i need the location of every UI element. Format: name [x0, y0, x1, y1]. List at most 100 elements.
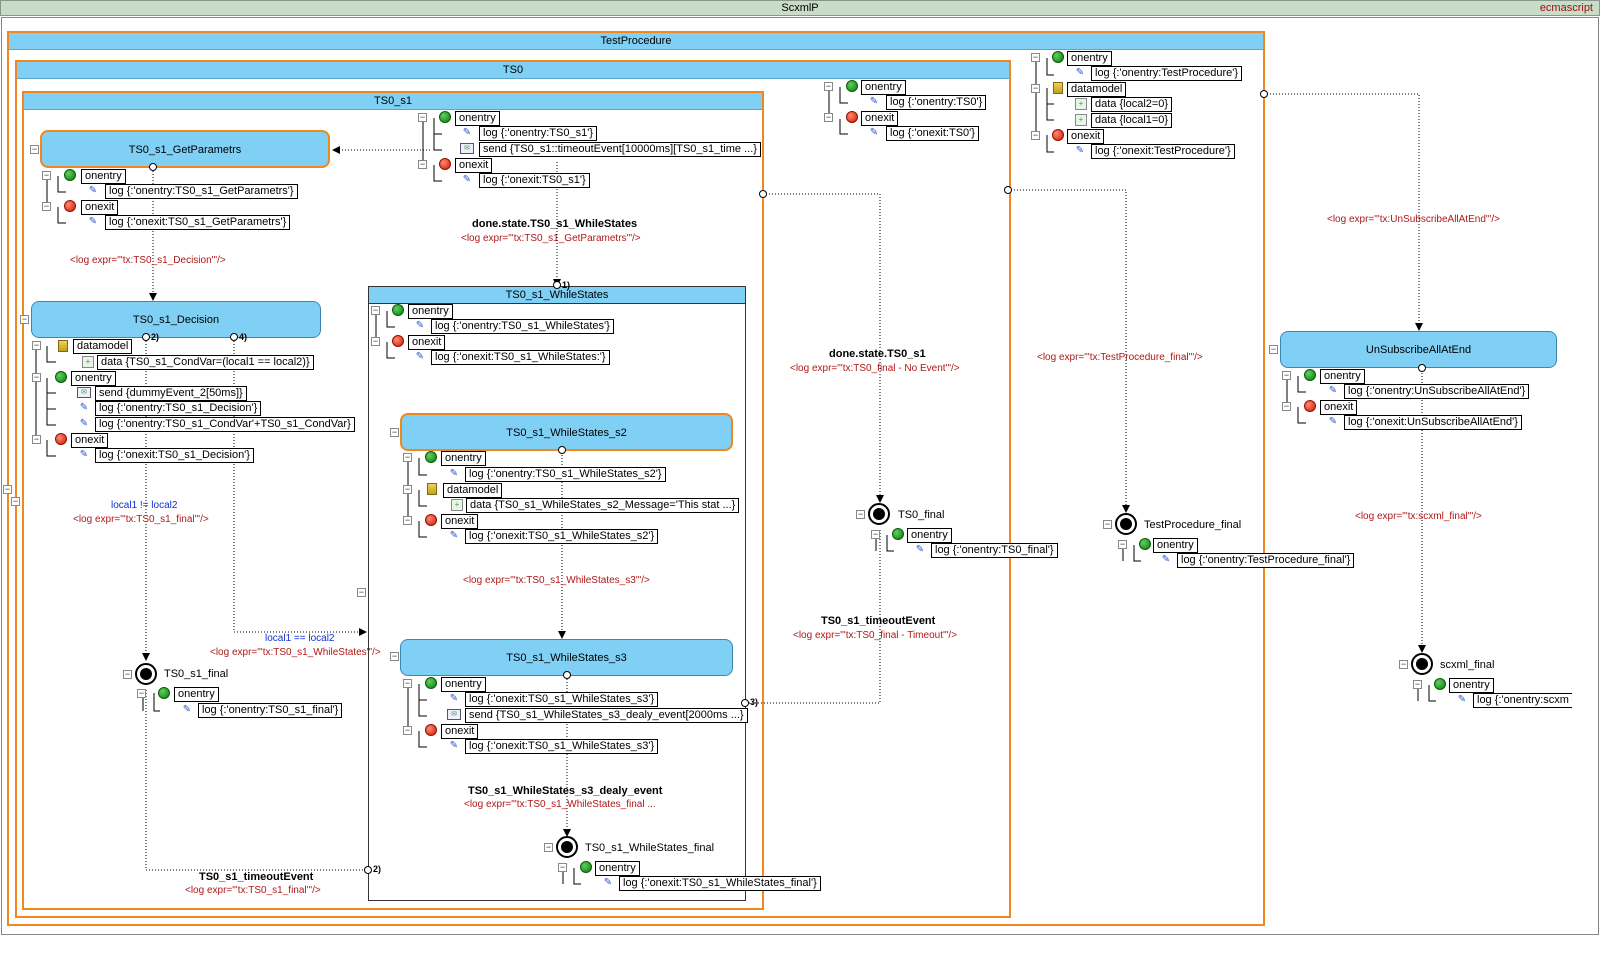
collapse-toggle[interactable]: −: [42, 201, 51, 211]
tp-data-local2[interactable]: data {local2=0}: [1091, 97, 1173, 112]
dec-onexit[interactable]: onexit: [71, 433, 109, 448]
collapse-toggle[interactable]: −: [1282, 401, 1291, 411]
transition-port[interactable]: [759, 190, 767, 198]
collapse-toggle[interactable]: −: [32, 372, 41, 382]
collapse-toggle[interactable]: −: [1103, 519, 1112, 529]
collapse-toggle[interactable]: −: [1031, 83, 1040, 93]
unsub-onentry[interactable]: onentry: [1320, 369, 1365, 384]
transition-port[interactable]: [230, 333, 238, 341]
gp-onentry[interactable]: onentry: [81, 169, 126, 184]
collapse-toggle[interactable]: −: [371, 305, 380, 315]
state-ws-s2[interactable]: TS0_s1_WhileStates_s2: [400, 413, 733, 451]
tpfinal-onentry[interactable]: onentry: [1153, 538, 1198, 553]
state-whilestates[interactable]: TS0_s1_WhileStates: [368, 286, 746, 901]
collapse-toggle[interactable]: −: [357, 587, 366, 597]
collapse-toggle[interactable]: −: [871, 529, 880, 539]
transition-port[interactable]: [1418, 364, 1426, 372]
tp-onexit[interactable]: onexit: [1067, 129, 1105, 144]
collapse-toggle[interactable]: −: [42, 170, 51, 180]
collapse-toggle[interactable]: −: [11, 496, 20, 506]
collapse-toggle[interactable]: −: [403, 725, 412, 735]
collapse-toggle[interactable]: −: [403, 515, 412, 525]
tp-onexit-log[interactable]: log {:'onexit:TestProcedure'}: [1091, 144, 1235, 159]
ts0final-onentry[interactable]: onentry: [907, 528, 952, 543]
dec-send[interactable]: send {dummyEvent_2[50ms]}: [95, 386, 247, 401]
transition-port[interactable]: [1260, 90, 1268, 98]
collapse-toggle[interactable]: −: [32, 434, 41, 444]
wsfinal-log[interactable]: log {:'onexit:TS0_s1_WhileStates_final'}: [619, 876, 821, 891]
state-decision[interactable]: TS0_s1_Decision: [31, 301, 321, 338]
tp-datamodel[interactable]: datamodel: [1067, 82, 1127, 97]
collapse-toggle[interactable]: −: [1031, 52, 1040, 62]
transition-port[interactable]: [149, 163, 157, 171]
gp-onentry-log[interactable]: log {:'onentry:TS0_s1_GetParametrs'}: [105, 184, 298, 199]
dec-log-1[interactable]: log {:'onentry:TS0_s1_Decision'}: [95, 401, 262, 416]
collapse-toggle[interactable]: −: [32, 340, 41, 350]
s1-onentry-log[interactable]: log {:'onentry:TS0_s1'}: [479, 126, 597, 141]
collapse-toggle[interactable]: −: [856, 509, 865, 519]
collapse-toggle[interactable]: −: [30, 144, 39, 154]
s1-onexit-log[interactable]: log {:'onexit:TS0_s1'}: [479, 173, 590, 188]
s1-onexit[interactable]: onexit: [455, 158, 493, 173]
tp-onentry-log[interactable]: log {:'onentry:TestProcedure'}: [1091, 66, 1243, 81]
state-getparametrs[interactable]: TS0_s1_GetParametrs: [40, 130, 330, 168]
tp-onentry[interactable]: onentry: [1067, 51, 1112, 66]
s2-onexit-log[interactable]: log {:'onexit:TS0_s1_WhileStates_s2'}: [465, 529, 659, 544]
ws-onexit[interactable]: onexit: [408, 335, 446, 350]
collapse-toggle[interactable]: −: [371, 336, 380, 346]
collapse-toggle[interactable]: −: [1269, 344, 1278, 354]
state-ts0-s1[interactable]: TS0_s1: [22, 91, 764, 910]
collapse-toggle[interactable]: −: [3, 484, 12, 494]
collapse-toggle[interactable]: −: [558, 862, 567, 872]
collapse-toggle[interactable]: −: [403, 678, 412, 688]
transition-port[interactable]: [558, 446, 566, 454]
collapse-toggle[interactable]: −: [137, 688, 146, 698]
s2-data[interactable]: data {TS0_s1_WhileStates_s2_Message='Thi…: [466, 498, 740, 513]
unsub-onentry-log[interactable]: log {:'onentry:UnSubscribeAllAtEnd'}: [1344, 384, 1530, 399]
s1final-onentry[interactable]: onentry: [174, 687, 219, 702]
unsub-onexit-log[interactable]: log {:'onexit:UnSubscribeAllAtEnd'}: [1344, 415, 1522, 430]
ts0-onexit[interactable]: onexit: [861, 111, 899, 126]
s1-onentry[interactable]: onentry: [455, 111, 500, 126]
collapse-toggle[interactable]: −: [824, 112, 833, 122]
ts0-onentry-log[interactable]: log {:'onentry:TS0'}: [886, 95, 987, 110]
ts0-onentry[interactable]: onentry: [861, 80, 906, 95]
dec-onentry[interactable]: onentry: [71, 371, 116, 386]
final-state-icon[interactable]: [868, 503, 890, 525]
s2-onexit[interactable]: onexit: [441, 514, 479, 529]
state-ts0[interactable]: TS0: [15, 60, 1011, 918]
collapse-toggle[interactable]: −: [123, 669, 132, 679]
dec-datamodel[interactable]: datamodel: [73, 339, 133, 354]
s2-onentry[interactable]: onentry: [441, 451, 486, 466]
s3-onexit[interactable]: onexit: [441, 724, 479, 739]
collapse-toggle[interactable]: −: [390, 651, 399, 661]
s1final-log[interactable]: log {:'onentry:TS0_s1_final'}: [198, 703, 343, 718]
ws-onentry-log[interactable]: log {:'onentry:TS0_s1_WhileStates'}: [431, 319, 614, 334]
s1-onentry-send[interactable]: send {TS0_s1::timeoutEvent[10000ms][TS0_…: [479, 142, 761, 157]
dec-log-2[interactable]: log {:'onentry:TS0_s1_CondVar'+TS0_s1_Co…: [95, 417, 355, 432]
ws-onentry[interactable]: onentry: [408, 304, 453, 319]
transition-port[interactable]: [553, 281, 561, 289]
dec-data[interactable]: data {TS0_s1_CondVar=(local1 == local2)}: [97, 355, 314, 370]
state-ws-s3[interactable]: TS0_s1_WhileStates_s3: [400, 639, 733, 676]
transition-port[interactable]: [741, 699, 749, 707]
collapse-toggle[interactable]: −: [824, 81, 833, 91]
s3-onentry-log[interactable]: log {:'onexit:TS0_s1_WhileStates_s3'}: [465, 692, 659, 707]
collapse-toggle[interactable]: −: [544, 842, 553, 852]
tp-data-local1[interactable]: data {local1=0}: [1091, 113, 1173, 128]
transition-port[interactable]: [563, 671, 571, 679]
collapse-toggle[interactable]: −: [1118, 539, 1127, 549]
collapse-toggle[interactable]: −: [1399, 659, 1408, 669]
unsub-onexit[interactable]: onexit: [1320, 400, 1358, 415]
s2-onentry-log[interactable]: log {:'onentry:TS0_s1_WhileStates_s2'}: [465, 467, 666, 482]
tpfinal-log[interactable]: log {:'onentry:TestProcedure_final'}: [1177, 553, 1355, 568]
ts0-onexit-log[interactable]: log {:'onexit:TS0'}: [886, 126, 979, 141]
scxmlfinal-log[interactable]: log {:'onentry:scxm: [1473, 693, 1572, 708]
s3-send[interactable]: send {TS0_s1_WhileStates_s3_dealy_event[…: [465, 708, 748, 723]
final-state-icon[interactable]: [1115, 513, 1137, 535]
ts0final-log[interactable]: log {:'onentry:TS0_final'}: [931, 543, 1058, 558]
collapse-toggle[interactable]: −: [20, 314, 29, 324]
collapse-toggle[interactable]: −: [1031, 130, 1040, 140]
final-state-icon[interactable]: [135, 663, 157, 685]
collapse-toggle[interactable]: −: [403, 484, 412, 494]
